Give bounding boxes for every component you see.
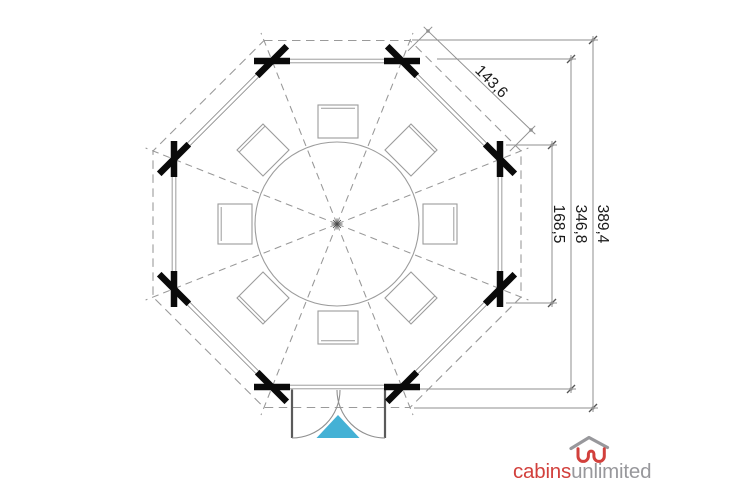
roof-hip-line <box>336 223 529 301</box>
dimension-label-body-width: 346,8 <box>572 205 589 244</box>
chair <box>384 271 438 325</box>
corner-post <box>254 369 290 405</box>
chair <box>236 271 290 325</box>
dimension-dot <box>550 301 554 305</box>
door-swing-arc <box>291 389 341 439</box>
dimension-line <box>423 26 536 135</box>
chair-back <box>238 295 266 323</box>
chair-back <box>238 125 266 153</box>
corner-post <box>482 141 518 177</box>
roof-hip-line <box>260 32 338 225</box>
walls <box>171 58 503 390</box>
chair <box>317 104 359 139</box>
table-center-mark <box>331 218 343 230</box>
chairs <box>217 104 458 345</box>
dimension-label-wall-side: 168,5 <box>550 205 567 244</box>
furniture <box>217 104 458 345</box>
roof-hip-line <box>336 147 529 225</box>
dimension-dot <box>569 57 573 61</box>
roof-hip-line <box>336 32 414 225</box>
dimension-dot <box>426 29 430 33</box>
dimension-dot <box>591 406 595 410</box>
chair-back <box>408 125 436 153</box>
corner-post <box>156 271 192 307</box>
wall-cores <box>172 59 502 389</box>
brand-logo: cabinsunlimited <box>513 435 652 483</box>
table-circle <box>254 141 420 307</box>
logo-suffix: unlimited <box>571 460 651 483</box>
chair-back <box>408 295 436 323</box>
door-swing-arc <box>336 389 386 439</box>
house-walls-icon <box>576 447 606 463</box>
dimension-annotations: 143,6 168,5 346,8 389,4 <box>407 26 611 413</box>
roof-hip-line <box>260 223 338 416</box>
roof-hip-line <box>336 223 414 416</box>
chair <box>422 203 458 245</box>
roof-hip-line <box>145 147 338 225</box>
entrance-arrow <box>316 415 360 438</box>
dimension-dot <box>569 387 573 391</box>
chair <box>236 123 290 177</box>
roof-hip-line <box>145 223 338 301</box>
dimension-dot <box>529 128 533 132</box>
corner-post <box>254 43 290 79</box>
corner-post <box>384 43 420 79</box>
dimension-dot <box>591 38 595 42</box>
house-roof-icon <box>569 435 610 451</box>
house-icon <box>569 435 610 463</box>
roof-hip-lines <box>145 32 529 416</box>
corner-posts <box>156 43 518 405</box>
chair <box>384 123 438 177</box>
corner-post <box>384 369 420 405</box>
chair <box>217 203 253 245</box>
logo-brand: cabins <box>513 460 571 483</box>
corner-post <box>482 271 518 307</box>
dimension-label-roof-edge: 143,6 <box>471 62 510 101</box>
dimension-label-overall-width: 389,4 <box>594 205 611 244</box>
logo-text: cabinsunlimited <box>513 460 651 483</box>
chair <box>317 310 359 345</box>
corner-post <box>156 141 192 177</box>
entrance-door <box>290 389 387 439</box>
dimension-dot <box>550 143 554 147</box>
